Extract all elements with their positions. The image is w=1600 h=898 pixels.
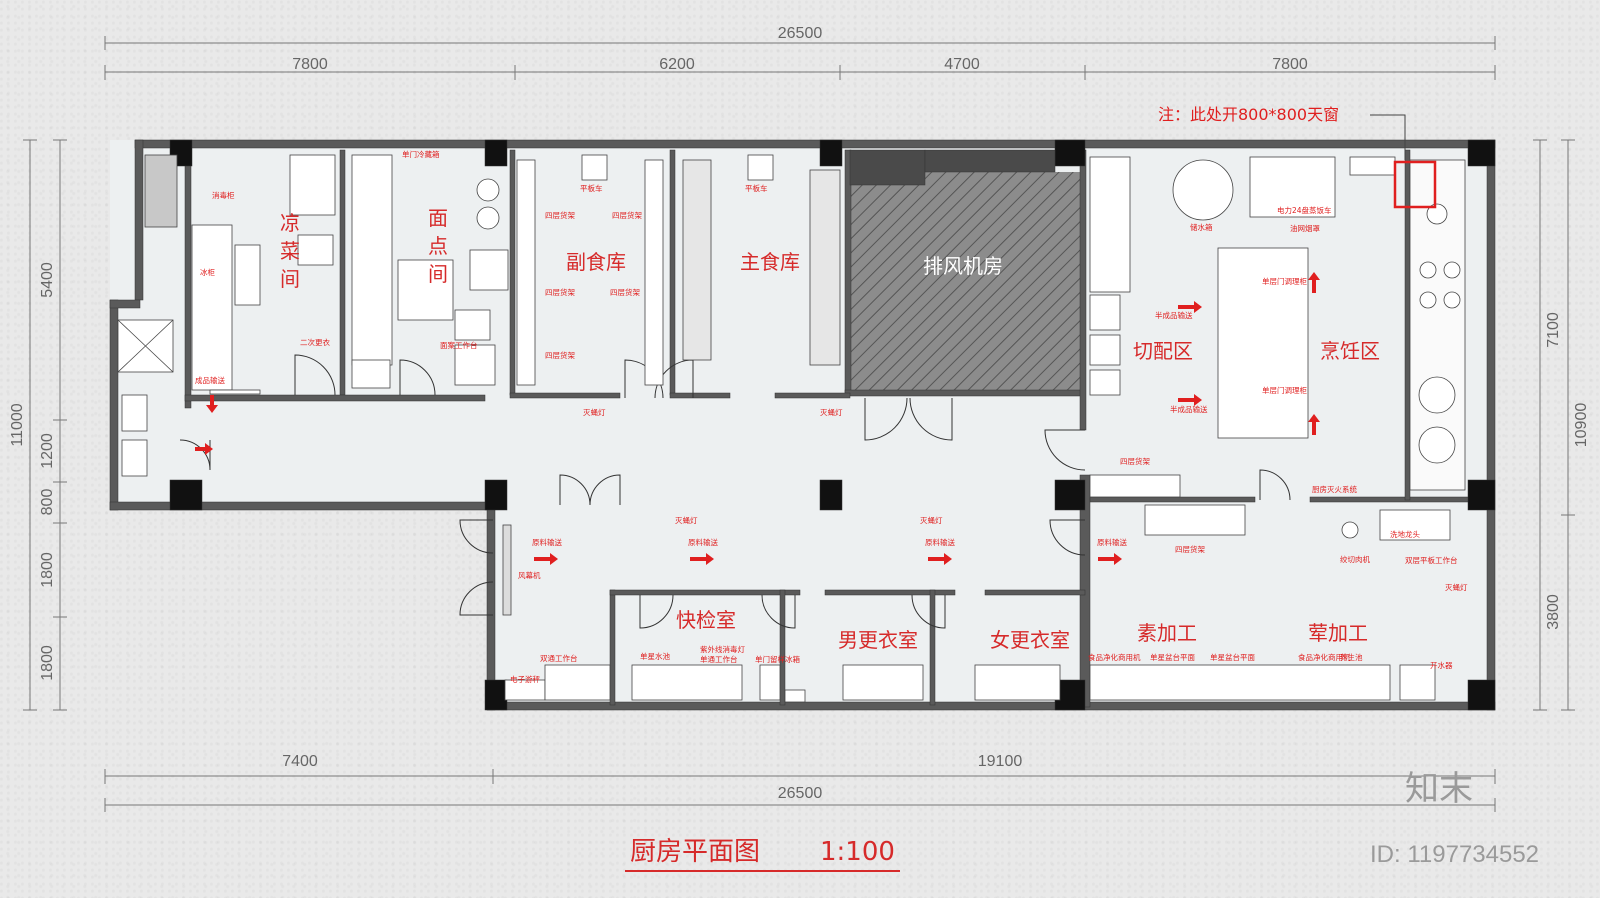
drawing-title: 厨房平面图 <box>630 837 760 867</box>
dimension-left <box>23 139 67 711</box>
label-product-delivery: 成品输送 <box>195 375 225 385</box>
label-shelf-6: 四层货架 <box>1120 456 1150 466</box>
room-exhaust: 排风机房 <box>923 254 1003 278</box>
dim-left-5: 1800 <box>39 645 56 681</box>
room-cold-dish-1: 凉 <box>280 211 300 235</box>
room-main-store: 主食库 <box>740 250 800 274</box>
label-shelf-2: 四层货架 <box>612 210 642 220</box>
room-cooking: 烹饪区 <box>1320 339 1380 363</box>
room-pastry-3: 间 <box>428 262 448 286</box>
label-sink-table-2: 单星盆台平面 <box>1210 652 1255 662</box>
room-male-locker: 男更衣室 <box>838 628 918 652</box>
dim-bottom-1: 7400 <box>282 753 318 770</box>
label-semi-2: 半成品输送 <box>1170 404 1208 414</box>
label-fridge: 冰柜 <box>200 267 215 277</box>
label-mop-tap: 洗地龙头 <box>1390 529 1420 539</box>
dim-left-total: 11000 <box>9 403 26 446</box>
fixtures <box>117 154 1466 703</box>
room-secondary-store: 副食库 <box>566 250 626 274</box>
dim-left-1: 5400 <box>39 262 56 298</box>
dim-bottom-2: 19100 <box>978 753 1023 770</box>
room-quick-check: 快检室 <box>676 608 736 632</box>
label-raw-4: 原料输送 <box>1097 537 1127 547</box>
label-semi-1: 半成品输送 <box>1155 310 1193 320</box>
dim-right-1: 7100 <box>1545 312 1562 348</box>
label-single-door-fridge: 单门冷藏箱 <box>402 149 440 159</box>
label-hood: 油网烟罩 <box>1290 223 1320 233</box>
label-purifier-1: 食品净化商用机 <box>1088 652 1141 662</box>
label-shelf-4: 四层货架 <box>610 287 640 297</box>
label-sample-fridge: 单门留样冰箱 <box>755 654 800 664</box>
room-pastry-2: 点 <box>428 234 448 258</box>
label-uv-lamp: 紫外线消毒灯 <box>700 644 745 654</box>
dim-top-total: 26500 <box>778 25 823 42</box>
dim-left-3: 800 <box>39 489 56 516</box>
exhaust-room-hatch <box>850 172 1080 394</box>
label-raw-3: 原料输送 <box>925 537 955 547</box>
equipment-labels: 消毒柜 冰柜 二次更衣 成品输送 单门冷藏箱 面案工作台 平板车 平板车 四层货… <box>195 149 1468 684</box>
dim-top-4: 7800 <box>1272 56 1308 73</box>
label-fly-lamp-2: 灭蝇灯 <box>820 407 843 417</box>
dim-top-2: 6200 <box>659 56 695 73</box>
watermark-brand: 知末 <box>1405 769 1473 809</box>
room-female-locker: 女更衣室 <box>990 628 1070 652</box>
room-veg: 素加工 <box>1137 621 1197 645</box>
label-raw-1: 原料输送 <box>532 537 562 547</box>
skylight-leader <box>1370 114 1406 160</box>
room-pastry-1: 面 <box>428 206 448 230</box>
dim-bottom-total: 26500 <box>778 785 823 802</box>
label-fly-lamp-1: 灭蝇灯 <box>583 407 606 417</box>
dim-top-1: 7800 <box>292 56 328 73</box>
label-shelf-1: 四层货架 <box>545 210 575 220</box>
label-double-bench: 双通工作台 <box>540 653 578 663</box>
room-cold-dish-2: 菜 <box>280 239 300 263</box>
dimension-right <box>1533 139 1575 711</box>
label-sink-table-1: 单星盆台平面 <box>1150 652 1195 662</box>
walls <box>109 139 1496 711</box>
skylight-marker <box>1393 160 1437 209</box>
label-fly-lamp-5: 灭蝇灯 <box>920 515 943 525</box>
dim-left-4: 1800 <box>39 552 56 588</box>
dim-left-2: 1200 <box>39 433 56 469</box>
label-test-bench: 单通工作台 <box>700 654 738 664</box>
label-double-flat-bench: 双层平板工作台 <box>1405 555 1458 565</box>
label-flat-cart-2: 平板车 <box>745 183 768 193</box>
dim-top-3: 4700 <box>944 56 980 73</box>
label-fly-lamp-3: 灭蝇灯 <box>1445 582 1468 592</box>
label-fire-system: 厨房灭火系统 <box>1312 484 1357 494</box>
label-raw-2: 原料输送 <box>688 537 718 547</box>
label-e-scale: 电子游秤 <box>510 674 540 684</box>
label-dough-table: 面案工作台 <box>440 340 478 350</box>
label-mincer: 绞切肉机 <box>1340 554 1370 564</box>
room-meat: 荤加工 <box>1308 621 1368 645</box>
room-prep: 切配区 <box>1133 339 1193 363</box>
flow-arrows: 原料输送 原料输送 原料输送 原料输送 <box>195 272 1320 565</box>
label-cabinet-1: 单层门调理柜 <box>1262 276 1307 286</box>
dimension-bottom <box>104 769 1496 812</box>
room-cold-dish-3: 间 <box>280 267 300 291</box>
label-water-tank: 储水箱 <box>1190 222 1213 232</box>
label-raw-food: 养生池 <box>1340 652 1363 662</box>
label-water-heater: 开水器 <box>1430 660 1453 670</box>
label-purifier-2: 食品净化商用机 <box>1298 652 1351 662</box>
label-flat-cart: 平板车 <box>580 183 603 193</box>
watermark-id: ID: 1197734552 <box>1370 841 1539 868</box>
label-shelf-5: 四层货架 <box>545 350 575 360</box>
skylight-note: 注：此处开800*800天窗 <box>1158 105 1339 124</box>
label-fly-lamp-4: 灭蝇灯 <box>675 515 698 525</box>
label-disinfect: 消毒柜 <box>212 190 235 200</box>
dimension-top <box>104 36 1496 80</box>
label-cabinet-2: 单层门调理柜 <box>1262 385 1307 395</box>
label-second-change: 二次更衣 <box>300 337 330 347</box>
doors <box>179 354 1291 629</box>
label-single-sink: 单星水池 <box>640 651 670 661</box>
label-air-curtain: 风幕机 <box>518 570 541 580</box>
label-shelf-7: 四层货架 <box>1175 544 1205 554</box>
label-shelf-3: 四层货架 <box>545 287 575 297</box>
dim-right-total: 10900 <box>1573 403 1590 448</box>
label-rice-cart: 电力24盘蒸饭车 <box>1277 205 1332 215</box>
dim-right-2: 3800 <box>1545 594 1562 630</box>
drawing-scale: 1:100 <box>820 837 895 867</box>
